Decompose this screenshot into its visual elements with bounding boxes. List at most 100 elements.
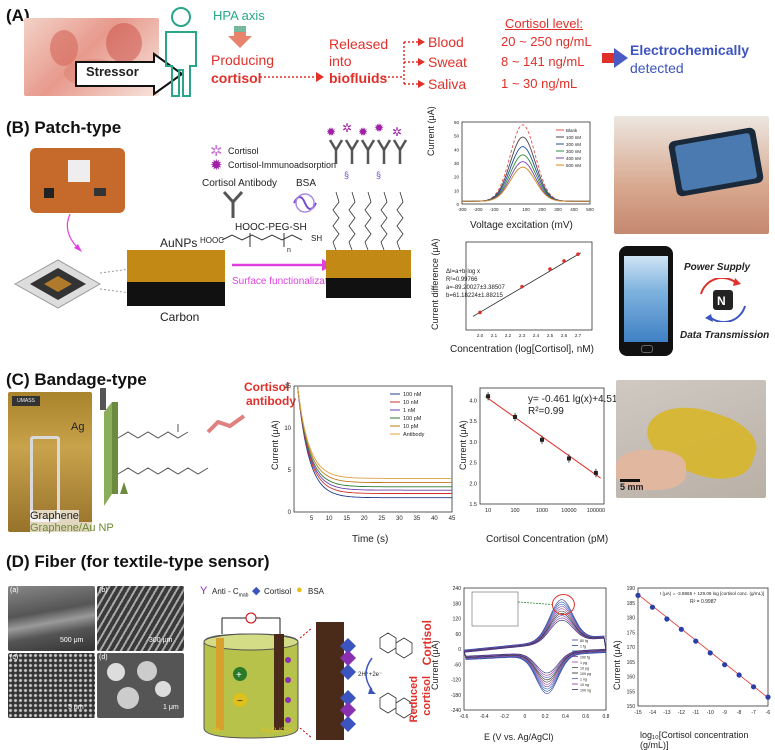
- cv-d-ytick--60: -60: [454, 662, 461, 668]
- immuno-legend-icon: ✹: [210, 157, 223, 174]
- cal-d-ytick-155: 155: [627, 689, 636, 695]
- cv-ytick-60: 60: [454, 120, 460, 125]
- chart-c-cal-frame: [479, 387, 605, 505]
- svg-text:✲: ✲: [342, 121, 352, 135]
- antibody-label: Cortisol Antibody: [202, 178, 278, 189]
- cv-series-5: [462, 166, 590, 202]
- chrono-legend-label-3: 100 pM: [403, 416, 422, 422]
- cv-ytick-30: 30: [454, 161, 460, 166]
- cv-xtick-300: 300: [554, 207, 562, 212]
- cv-d-ytick-120: 120: [453, 617, 462, 623]
- bsa-d-legend-icon: ●: [296, 584, 303, 596]
- cv-legend-label-5: 500 nM: [566, 163, 581, 168]
- cv-xtick--100: -100: [489, 207, 499, 212]
- cal-d-xtick--15: -15: [634, 710, 641, 716]
- chrono-ytick-0: 0: [288, 510, 292, 516]
- cal-c-ytick-2.5: 2.5: [469, 461, 477, 467]
- cal-c-point-4: [593, 470, 598, 475]
- cal-d-ytick-180: 180: [627, 616, 636, 622]
- chart-d-cal-ylabel: Current (μA): [612, 640, 622, 690]
- biofluids-label: biofluids: [329, 70, 388, 86]
- carbon-label: Carbon: [160, 310, 200, 324]
- range-saliva: 1 ~ 30 ng/mL: [501, 76, 578, 91]
- chart-b-cv-xlabel: Voltage excitation (mV): [470, 220, 573, 231]
- cal-d-xtick--10: -10: [707, 710, 714, 716]
- aunps-label: AuNPs: [160, 236, 198, 250]
- chrono-series-4: [297, 385, 452, 484]
- svg-text:2H⁺+2e⁻: 2H⁺+2e⁻: [358, 671, 382, 678]
- cal-b-xtick-2.5: 2.5: [547, 333, 554, 338]
- fluid-blood: Blood: [428, 34, 464, 50]
- cal-d-point-1: [649, 604, 656, 610]
- power-supply-label: Power Supply: [684, 262, 751, 273]
- chart-c-chrono-ylabel: Current (μA): [270, 420, 280, 470]
- cv-series-3: [462, 154, 590, 202]
- cv-d-xtick--0.6: -0.6: [460, 714, 469, 720]
- chart-b-cal-frame: [465, 241, 593, 331]
- cal-c-xtick-10000: 10000: [561, 508, 576, 514]
- cal-c-ytick-3.5: 3.5: [469, 419, 477, 425]
- chrono-ytick-10: 10: [284, 426, 291, 432]
- chrono-xtick-15: 15: [343, 516, 350, 522]
- graphene-label: Graphene: [30, 510, 79, 522]
- ag-label: Ag: [71, 421, 85, 433]
- detected-label: detected: [630, 60, 684, 76]
- cv-d-legend-label-5: 10 pg: [580, 667, 589, 671]
- immuno-legend-label: Cortisol-Immunoadsorption: [228, 160, 337, 170]
- cv-d-ytick-240: 240: [453, 586, 462, 592]
- cv-d-legend-label-3: 100 fg: [580, 656, 590, 660]
- cal-d-point-5: [707, 650, 713, 656]
- hooc-label: HOOC: [200, 236, 224, 245]
- cal-d-point-9: [765, 694, 771, 700]
- scale-bar-label: 5 mm: [620, 482, 644, 492]
- chart-d-cal-eq: I (μA) = -3.8865 + 129.06 log [cortisol …: [660, 591, 765, 596]
- cal-b-point-3: [562, 259, 566, 263]
- sem-image-d: [97, 653, 184, 718]
- cal-c-xtick-10: 10: [485, 508, 491, 514]
- zoom-lines: [100, 268, 130, 294]
- functionalized-surface: ✹✲✹✹✲ §§: [326, 121, 411, 298]
- chrono-legend-label-0: 100 nM: [403, 392, 422, 398]
- chart-c-cal-r2: R²=0.99: [528, 406, 564, 417]
- cal-b-point-1: [520, 284, 524, 289]
- patch-pcb-photo: [30, 148, 125, 213]
- chart-d-cal-xlabel: log₁₀[Cortisol concentration (g/mL)]: [640, 730, 749, 750]
- chrono-series-0: [297, 385, 452, 499]
- cv-legend-label-3: 300 nM: [566, 149, 581, 154]
- chart-b-cal-ylabel: Current difference (μA): [430, 238, 440, 330]
- chart-d-cv-ylabel: Current (μA): [430, 640, 440, 690]
- chrono-xtick-10: 10: [326, 516, 333, 522]
- cv-d-legend-label-8: 10 ng: [580, 683, 589, 687]
- cv-d-xtick-0: 0: [523, 714, 526, 720]
- cal-d-point-7: [736, 672, 742, 678]
- cv-d-xtick--0.4: -0.4: [480, 714, 489, 720]
- cv-d-xtick-0.8: 0.8: [603, 714, 610, 720]
- cal-d-xtick--6: -6: [766, 710, 771, 716]
- person-icon: [165, 7, 197, 97]
- fluid-saliva: Saliva: [428, 76, 467, 92]
- hpa-axis-label: HPA axis: [213, 8, 265, 23]
- cv-d-legend-label-4: 1 pg: [580, 661, 587, 665]
- svg-text:✹: ✹: [374, 121, 384, 135]
- chrono-xtick-5: 5: [310, 516, 314, 522]
- cal-b-point-2: [548, 267, 552, 271]
- cal-b-xtick-2.2: 2.2: [505, 333, 512, 338]
- chart-b-cal-xlabel: Concentration (log[Cortisol], nM): [450, 344, 594, 355]
- cortisol-level-title: Cortisol level:: [505, 16, 584, 31]
- svg-text:+: +: [236, 670, 242, 681]
- panel-d-label: (D) Fiber (for textile-type sensor): [6, 552, 270, 571]
- bandage-chem-scheme: [100, 388, 246, 506]
- cv-xtick--300: -300: [457, 207, 467, 212]
- cv-d-ytick-0: 0: [458, 647, 461, 653]
- chart-b-cv-ylabel: Current (μA): [426, 106, 436, 156]
- cal-d-ytick-170: 170: [627, 645, 636, 651]
- cal-d-xtick--12: -12: [678, 710, 685, 716]
- bsa-label: BSA: [296, 178, 317, 189]
- panel-a-label: (A): [6, 6, 30, 25]
- cal-d-point-6: [722, 662, 728, 668]
- cv-ytick-0: 0: [456, 202, 459, 207]
- cal-d-ytick-165: 165: [627, 660, 636, 666]
- chrono-legend-label-5: Antibody: [403, 432, 425, 438]
